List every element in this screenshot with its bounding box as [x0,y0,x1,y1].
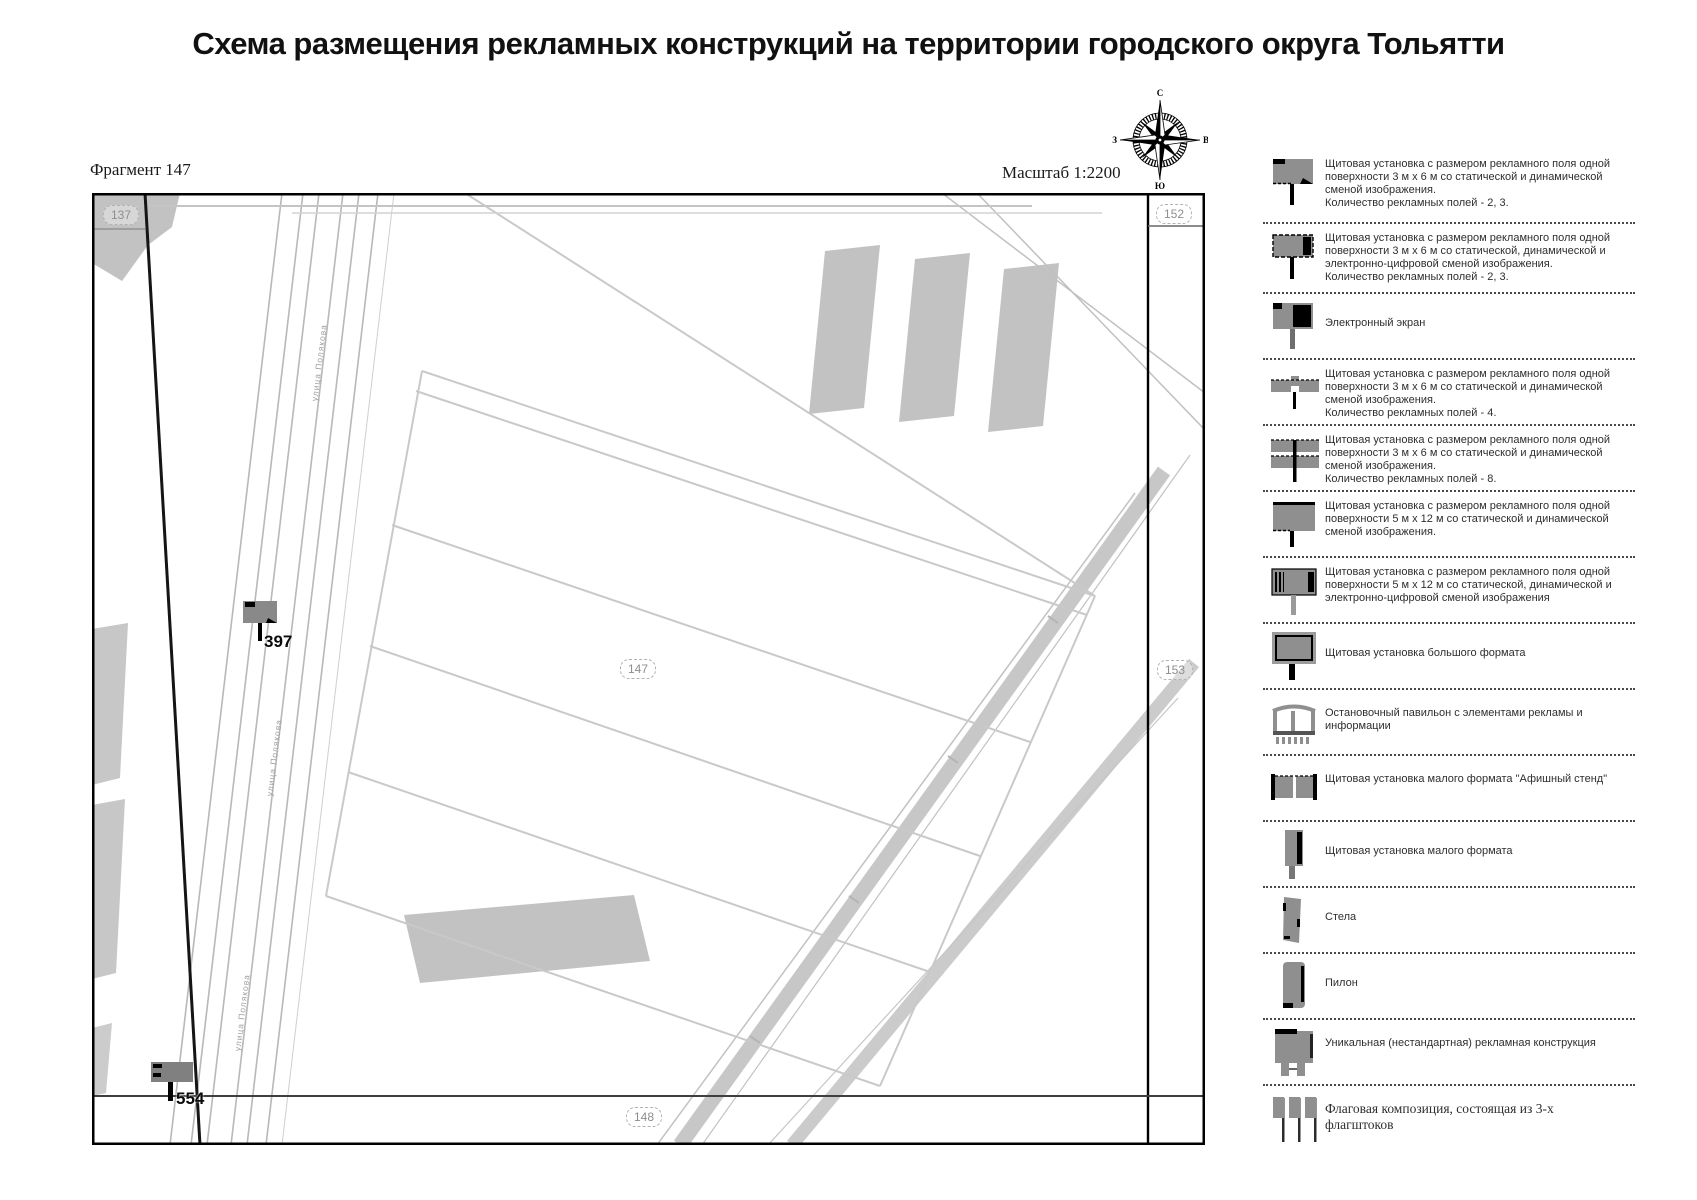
scale-label: Масштаб 1:2200 [1002,163,1121,182]
billboard-3x6-digital-icon [1263,229,1325,288]
legend-item-text: Щитовая установка большого формата [1325,647,1526,659]
billboard-8-fields-icon [1263,431,1325,490]
legend-item-billboard-5x12-digital: Щитовая установка с размером рекламного … [1263,558,1635,624]
marker-554: 554 [150,1060,204,1111]
legend-item-small-format: Щитовая установка малого формата [1263,822,1635,888]
billboard-marker-icon [243,601,277,641]
legend-item-text: Щитовая установка с размером рекламного … [1325,158,1611,209]
compass-north-label: С [1157,88,1164,98]
legend-item-electronic-screen: Электронный экран [1263,294,1635,360]
stela-icon [1263,893,1325,952]
fragment-number-153: 153 [1157,660,1193,680]
legend-item-poster-stand: Щитовая установка малого формата "Афишны… [1263,756,1635,822]
map-gray-areas [92,193,1059,1096]
legend-item-text: Стела [1325,911,1357,923]
billboard-marker-icon [151,1062,193,1101]
fragment-label: Фрагмент 147 [90,160,191,179]
marker-397: 397 [242,599,292,651]
legend-item-bus-stop-pavilion: Остановочный павильон с элементами рекла… [1263,690,1635,756]
billboard-5x12-icon [1263,497,1325,556]
map-canvas: улица Полякова улица Полякова улица Поля… [92,193,1205,1145]
marker-397-label: 397 [264,632,293,651]
map-frame-lines [92,193,1205,1145]
legend-item-text: Флаговая композиция, состоящая из 3-х фл… [1325,1101,1554,1132]
legend-item-text: Остановочный павильон с элементами рекла… [1325,707,1583,732]
legend-item-billboard-3x6-4-fields: Щитовая установка с размером рекламного … [1263,360,1635,426]
legend-item-billboard-3x6-digital: Щитовая установка с размером рекламного … [1263,224,1635,294]
compass-rose-icon: С Ю В З [1112,88,1209,191]
legend-item-flag-composition: Флаговая композиция, состоящая из 3-х фл… [1263,1086,1635,1150]
legend-item-text: Щитовая установка малого формата [1325,845,1513,857]
legend-item-billboard-large-format: Щитовая установка большого формата [1263,624,1635,690]
fragment-number-148: 148 [626,1107,662,1127]
unique-construction-icon [1263,1025,1325,1084]
map-road-bands [656,454,1199,1145]
legend-item-text: Уникальная (нестандартная) рекламная кон… [1325,1037,1596,1049]
legend-item-text: Щитовая установка с размером рекламного … [1325,566,1612,604]
legend-item-stela: Стела [1263,888,1635,954]
map-scan-lines [122,205,1102,214]
legend-item-text: Щитовая установка с размером рекламного … [1325,500,1611,538]
fragment-number-137: 137 [103,205,139,225]
compass-west-label: З [1112,135,1117,145]
marker-554-label: 554 [176,1089,205,1108]
compass-east-label: В [1203,135,1208,145]
bus-stop-pavilion-icon [1263,695,1325,754]
legend-item-pylon: Пилон [1263,954,1635,1020]
legend-item-unique-construction: Уникальная (нестандартная) рекламная кон… [1263,1020,1635,1086]
map-topright-roads [941,193,1205,431]
flag-composition-icon [1263,1091,1325,1150]
map-parcel-lines [325,193,1096,1087]
fragment-number-152: 152 [1156,204,1192,224]
map-street-polyakova [169,193,395,1145]
fragment-number-147: 147 [620,659,656,679]
billboard-5x12-digital-icon [1263,563,1325,622]
map-fragment-147: улица Полякова улица Полякова улица Поля… [92,193,1205,1145]
legend-item-billboard-3x6-8-fields: Щитовая установка с размером рекламного … [1263,426,1635,492]
small-format-icon [1263,827,1325,886]
legend-item-text: Щитовая установка малого формата "Афишны… [1325,773,1608,785]
electronic-screen-icon [1263,299,1325,358]
legend-item-text: Пилон [1325,977,1358,989]
legend: Щитовая установка с размером рекламного … [1263,150,1635,1150]
page-title: Схема размещения рекламных конструкций н… [192,26,1505,61]
legend-item-text: Щитовая установка с размером рекламного … [1325,368,1611,419]
legend-item-billboard-5x12: Щитовая установка с размером рекламного … [1263,492,1635,558]
legend-item-text: Щитовая установка с размером рекламного … [1325,434,1611,485]
legend-item-text: Щитовая установка с размером рекламного … [1325,232,1611,283]
billboard-4-fields-icon [1263,365,1325,424]
compass-rose: С Ю В З [1112,86,1209,191]
billboard-large-format-icon [1263,629,1325,688]
pylon-icon [1263,959,1325,1018]
billboard-3x6-icon [1263,155,1325,214]
compass-south-label: Ю [1155,181,1165,190]
legend-item-billboard-3x6: Щитовая установка с размером рекламного … [1263,150,1635,224]
poster-stand-icon [1263,761,1325,820]
legend-item-text: Электронный экран [1325,317,1426,329]
